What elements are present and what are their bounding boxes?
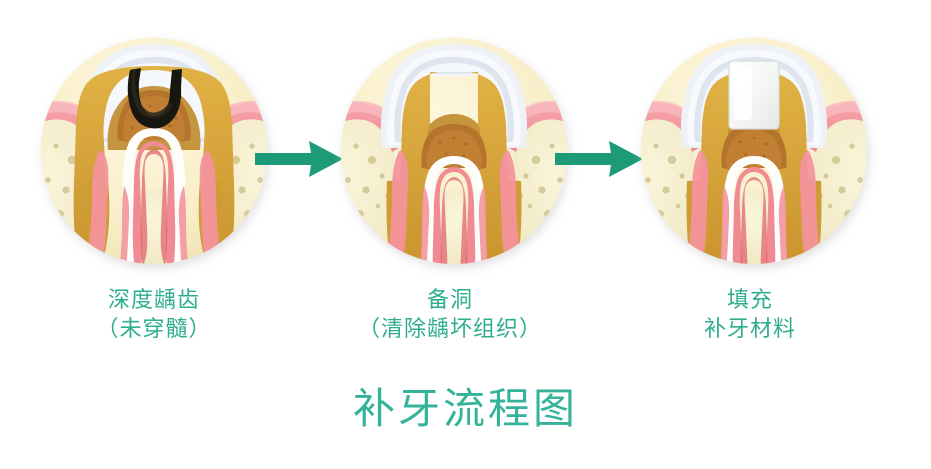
step-1-deep-caries xyxy=(4,0,304,300)
caption-step-3: 填充 补牙材料 xyxy=(620,286,880,344)
caption-step-3-line-2: 补牙材料 xyxy=(703,317,796,342)
tooth-illustration-filled xyxy=(641,38,867,264)
caption-step-1: 深度龋齿 （未穿髓） xyxy=(28,286,280,344)
tooth-illustration-decay xyxy=(41,38,267,264)
filling-material xyxy=(728,60,780,130)
caption-step-2-line-2: （清除龋坏组织） xyxy=(357,317,542,342)
diagram-title: 补牙流程图 xyxy=(352,384,578,433)
arrow-step2-to-step3 xyxy=(553,133,645,185)
caption-step-1-line-1: 深度龋齿 xyxy=(107,288,200,313)
tooth-illustration-prepared xyxy=(341,38,567,264)
step-2-cavity-preparation xyxy=(304,0,604,300)
caption-step-2: 备洞 （清除龋坏组织） xyxy=(300,286,600,344)
step-3-filling xyxy=(604,0,904,300)
caption-step-2-line-1: 备洞 xyxy=(426,288,473,313)
arrow-step1-to-step2 xyxy=(253,133,345,185)
caption-step-1-line-2: （未穿髓） xyxy=(96,317,212,342)
caption-step-3-line-1: 填充 xyxy=(726,288,773,313)
